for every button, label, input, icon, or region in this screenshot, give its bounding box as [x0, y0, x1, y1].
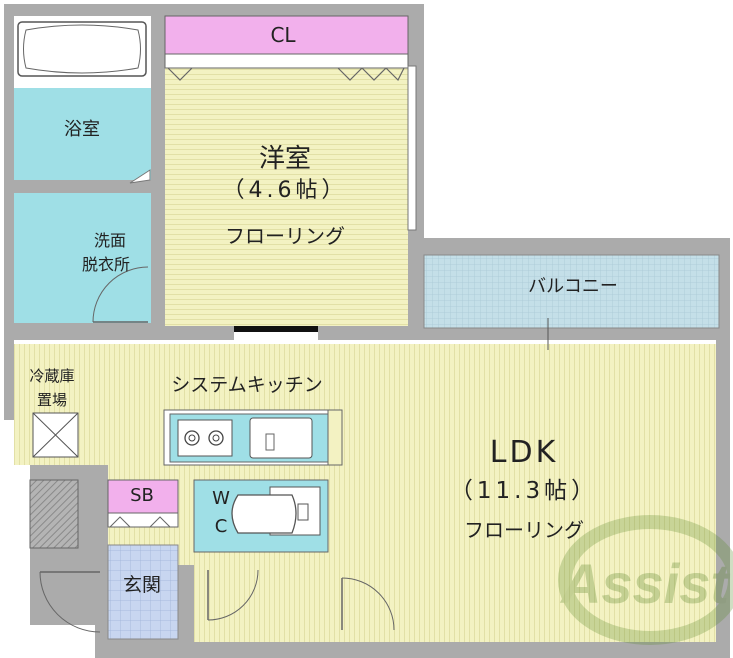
toilet-bowl: [231, 494, 297, 534]
stove: [177, 419, 233, 457]
washroom-label-line2: 脱衣所: [81, 255, 131, 274]
ldk-door-swing: [341, 577, 395, 631]
entrance-floor: [107, 544, 179, 640]
bathroom-door-mark: [129, 169, 151, 184]
fridge-cross: [32, 412, 79, 458]
ldk-floor-label: フローリング: [464, 518, 584, 542]
ldk-name: LDK: [489, 435, 559, 470]
assist-logo-text: Assist: [559, 552, 731, 615]
closet-door-marks: [167, 67, 405, 82]
washroom-area: [14, 193, 151, 323]
closet-label: CL: [270, 23, 296, 47]
shoe-box-doors: [107, 512, 179, 528]
toilet-label-line2: C: [214, 516, 228, 537]
fridge-space-line2: 置場: [36, 391, 68, 409]
bathroom-area: [14, 88, 151, 180]
burner-inner-icon: [212, 434, 220, 442]
western-room-floor-label: フローリング: [225, 224, 345, 248]
kitchen-label: システムキッチン: [171, 374, 323, 396]
western-room-name: 洋室: [258, 144, 312, 174]
washroom-door-swing: [92, 266, 149, 323]
toilet-door-swing: [207, 569, 259, 621]
toilet-label-line1: W: [212, 488, 230, 509]
fridge-space-line1: 冷蔵庫: [29, 367, 75, 385]
ldk-upper-edge: [14, 340, 716, 344]
storage-hatched: [29, 479, 79, 549]
burner-icon: [184, 430, 200, 446]
bathtub-basin: [23, 24, 141, 74]
burner-icon: [208, 430, 224, 446]
washroom-label-line1: 洗面: [93, 231, 127, 250]
kitchen-end-panel: [327, 409, 343, 466]
ldk-size: （11.3帖）: [449, 478, 599, 504]
entrance-label: 玄関: [122, 574, 162, 596]
bathroom-label: 浴室: [64, 119, 100, 140]
kitchen-sink: [249, 417, 313, 459]
shoe-box-label: SB: [130, 485, 154, 506]
burner-inner-icon: [188, 434, 196, 442]
faucet-icon: [265, 433, 275, 451]
front-door-swing: [39, 571, 101, 633]
shoe-box-door-marks: [109, 516, 171, 528]
toilet-paper-icon: [297, 503, 309, 521]
western-room-door-frame: [234, 326, 318, 332]
western-room-floor: [165, 68, 408, 326]
western-room-size: （4.6帖）: [222, 178, 348, 203]
balcony-area: [423, 254, 720, 329]
western-room-window: [407, 65, 417, 231]
closet-doors: [164, 53, 409, 69]
balcony-label: バルコニー: [528, 276, 618, 297]
closet: [164, 15, 409, 55]
assist-logo: Assist: [558, 515, 733, 645]
